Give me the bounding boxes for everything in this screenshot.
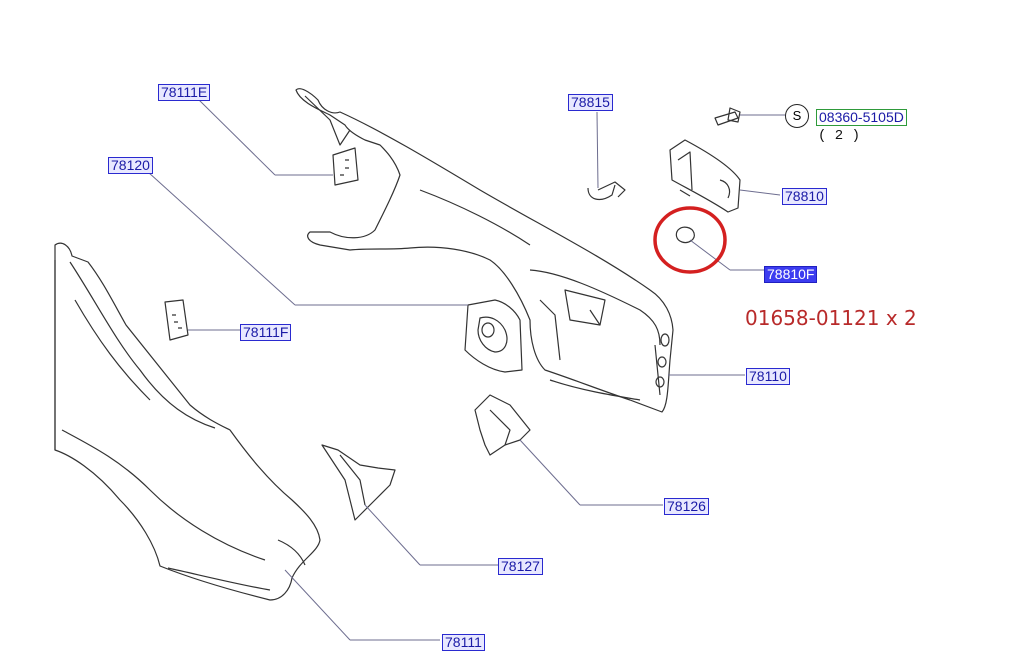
fuel-door-drawing [669,139,741,213]
highlight-circle [653,206,727,274]
s-symbol: S [785,104,809,128]
label-78126[interactable]: 78126 [664,498,709,515]
label-78127[interactable]: 78127 [498,558,543,575]
label-78810[interactable]: 78810 [782,188,827,205]
fuel-door-housing-drawing [464,299,523,373]
rear-quarter-panel-drawing [54,242,321,601]
label-78120[interactable]: 78120 [108,157,153,174]
clip-78815-drawing [587,184,616,201]
label-78111E[interactable]: 78111E [158,84,211,101]
quantity-08360: ( 2 ) [818,128,861,144]
label-78111[interactable]: 78111 [442,634,485,651]
label-78810F[interactable]: 78810F [764,266,818,283]
inner-panel-drawing [295,88,674,413]
bracket-78127-drawing [321,444,396,521]
bracket-78111F-drawing [164,299,189,341]
bracket-78111E-drawing [332,147,359,186]
part-number-annotation: 01658-01121 x 2 [745,306,917,330]
label-78110[interactable]: 78110 [746,368,790,385]
label-78815[interactable]: 78815 [568,94,613,111]
screw-drawing [714,111,739,126]
bracket-78126-drawing [474,394,531,456]
label-08360-5105D[interactable]: 08360-5105D [816,109,907,126]
bumper-stop-drawing [675,226,695,244]
label-78111F[interactable]: 78111F [240,324,292,341]
